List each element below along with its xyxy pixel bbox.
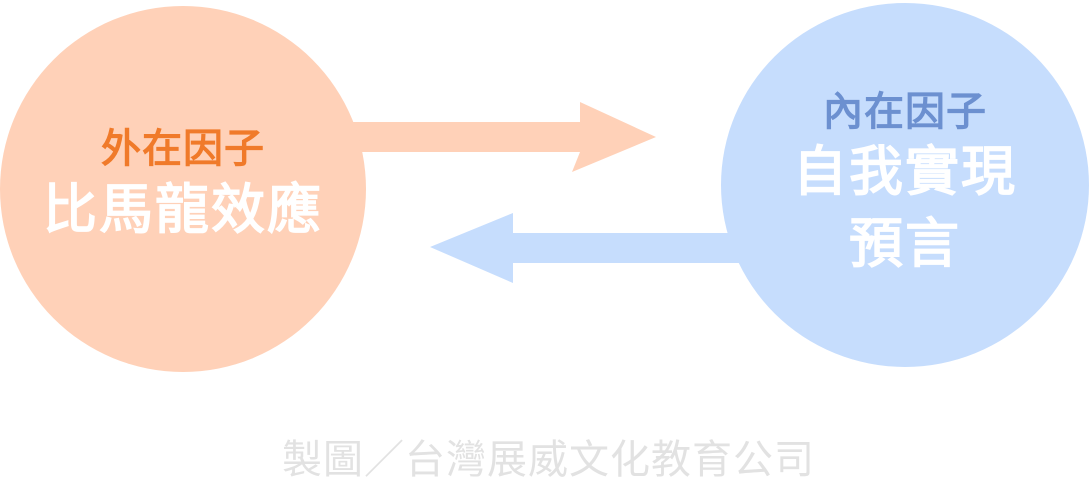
left-node-circle: 外在因子 比馬龍效應 xyxy=(0,6,366,372)
right-node-title-line2: 預言 xyxy=(849,212,961,275)
arrow-left xyxy=(430,213,760,283)
left-node-subtitle: 外在因子 xyxy=(101,126,265,172)
left-node-title: 比馬龍效應 xyxy=(43,178,323,241)
credit-caption: 製圖／台灣展威文化教育公司 xyxy=(282,437,815,483)
arrow-right xyxy=(300,102,656,172)
right-node-subtitle: 內在因子 xyxy=(823,89,987,135)
right-node-title-line1: 自我實現 xyxy=(793,140,1017,203)
right-node-circle: 內在因子 自我實現 預言 xyxy=(721,3,1089,367)
